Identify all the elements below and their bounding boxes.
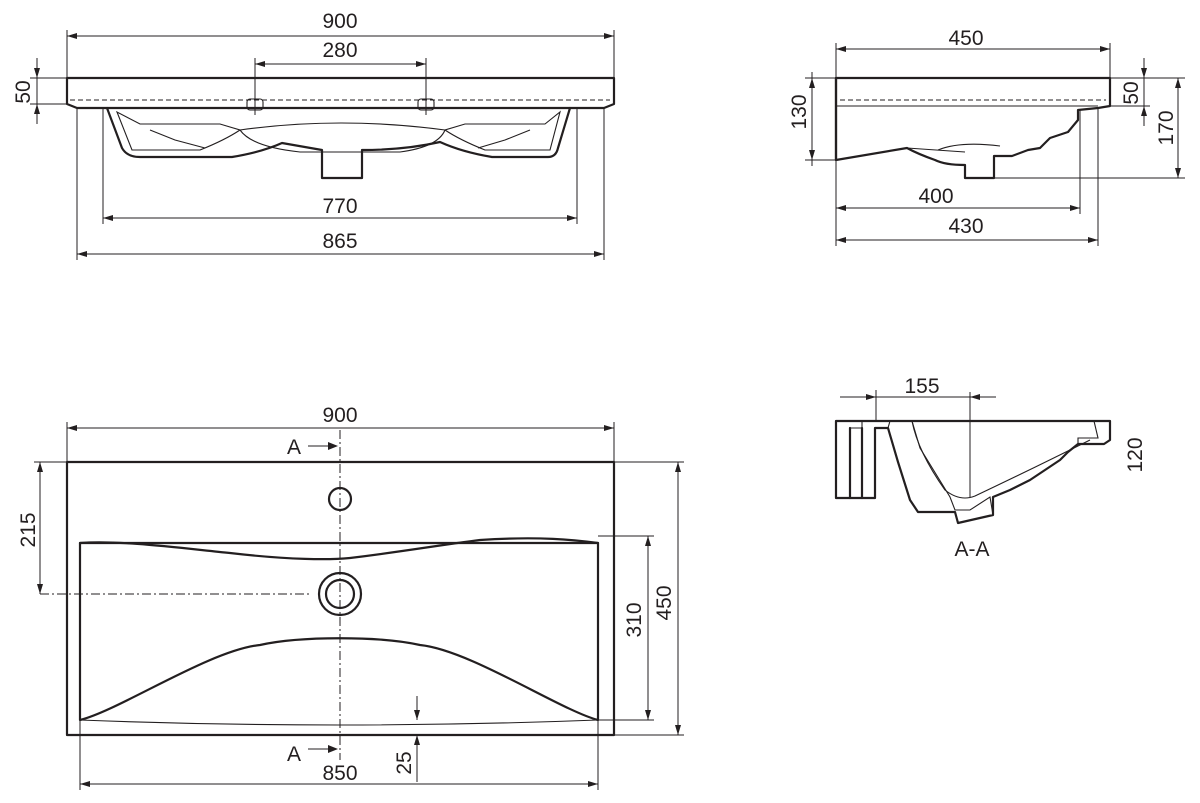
svg-text:900: 900 <box>322 10 357 33</box>
section-view: 155 120 A-A <box>834 375 1147 561</box>
svg-text:155: 155 <box>904 375 939 398</box>
dim-plan-310: 310 <box>598 535 654 721</box>
dim-plan-25: 25 <box>393 696 420 782</box>
svg-text:310: 310 <box>623 602 646 637</box>
front-tap-hole-right <box>417 95 435 115</box>
dim-plan-850: 850 <box>79 720 599 790</box>
svg-text:770: 770 <box>322 195 357 218</box>
plan-bowl <box>78 541 600 722</box>
svg-text:A: A <box>287 743 301 766</box>
dim-plan-900: 900 <box>66 404 615 462</box>
section-marker-top: A <box>287 436 338 459</box>
svg-text:400: 400 <box>918 185 953 208</box>
svg-text:850: 850 <box>322 762 357 785</box>
dim-section-120: 120 <box>1124 437 1147 472</box>
dim-side-430: 430 <box>835 108 1099 246</box>
svg-text:280: 280 <box>322 39 357 62</box>
section-title: A-A <box>954 538 989 561</box>
front-slab <box>65 76 616 110</box>
section-marker-bottom: A <box>287 743 338 766</box>
svg-text:450: 450 <box>653 585 676 620</box>
section-wall-bowl <box>887 420 994 524</box>
dim-plan-450: 450 <box>614 461 684 736</box>
dim-front-280: 280 <box>254 39 427 95</box>
svg-text:25: 25 <box>393 751 416 774</box>
svg-text:865: 865 <box>322 230 357 253</box>
svg-text:450: 450 <box>948 27 983 50</box>
svg-text:215: 215 <box>17 512 40 547</box>
side-outline <box>834 76 1112 180</box>
svg-text:130: 130 <box>788 94 811 129</box>
svg-text:A: A <box>287 436 301 459</box>
svg-text:50: 50 <box>12 80 35 103</box>
dim-side-50: 50 <box>1110 58 1150 126</box>
dim-side-130: 130 <box>788 72 836 166</box>
svg-text:170: 170 <box>1155 110 1178 145</box>
plan-outline <box>65 460 616 737</box>
svg-text:120: 120 <box>1124 437 1147 472</box>
front-view: 900 280 50 770 <box>12 10 616 260</box>
section-rim-front <box>1077 420 1111 445</box>
dim-side-170: 170 <box>994 77 1185 179</box>
dim-plan-215: 215 <box>17 461 67 594</box>
dim-front-900: 900 <box>66 10 615 78</box>
front-underbody <box>105 106 572 180</box>
section-outline <box>834 419 1112 525</box>
front-tap-hole-left <box>246 95 264 115</box>
dim-front-770: 770 <box>102 108 578 224</box>
svg-text:430: 430 <box>948 215 983 238</box>
dim-side-400: 400 <box>835 110 1081 214</box>
dim-section-155: 155 <box>840 375 996 421</box>
svg-text:900: 900 <box>322 404 357 427</box>
dim-front-50: 50 <box>12 58 67 124</box>
side-view: 450 130 50 170 <box>788 27 1185 246</box>
plan-view: A A 900 215 310 <box>17 404 684 790</box>
dim-side-450: 450 <box>835 27 1111 78</box>
dim-front-865: 865 <box>76 108 605 260</box>
svg-text:50: 50 <box>1120 81 1143 104</box>
